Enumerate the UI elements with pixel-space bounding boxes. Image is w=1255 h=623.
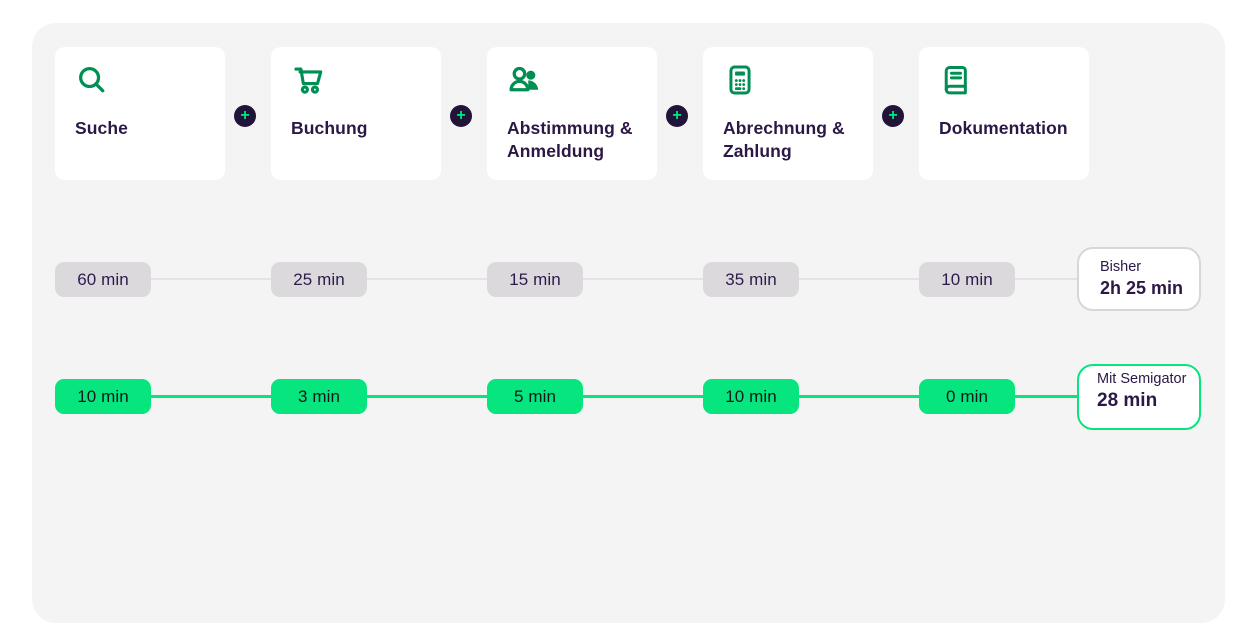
cart-icon xyxy=(291,63,325,97)
new-time-pill: 3 min xyxy=(271,379,367,414)
search-icon xyxy=(75,63,109,97)
calculator-icon xyxy=(723,63,757,97)
old-time-pill: 35 min xyxy=(703,262,799,297)
new-total-value: 28 min xyxy=(1097,389,1158,411)
step-label: Abrechnung & Zahlung xyxy=(723,118,845,162)
step-label: Abstimmung & Anmeldung xyxy=(507,118,633,162)
new-total-prefix: Mit Semigator xyxy=(1097,371,1187,387)
process-comparison-panel: Suche Buchung Abstimmung & Anmeldung xyxy=(32,23,1225,623)
old-total-value: 2h 25 min xyxy=(1100,277,1184,298)
step-card-abrechnung: Abrechnung & Zahlung xyxy=(703,47,873,180)
old-time-pill: 15 min xyxy=(487,262,583,297)
step-card-abstimmung: Abstimmung & Anmeldung xyxy=(487,47,657,180)
new-timeline-connector xyxy=(92,395,1077,398)
plus-icon: + xyxy=(234,105,256,127)
old-timeline-connector xyxy=(92,278,1077,280)
plus-icon: + xyxy=(450,105,472,127)
old-time-pill: 60 min xyxy=(55,262,151,297)
step-label: Suche xyxy=(75,118,129,138)
old-total-box: Bisher 2h 25 min xyxy=(1077,247,1201,311)
new-total-box: Mit Semigator 28 min xyxy=(1077,364,1201,430)
book-icon xyxy=(939,63,973,97)
step-card-buchung: Buchung xyxy=(271,47,441,180)
step-label: Buchung xyxy=(291,118,368,138)
step-card-dokumentation: Dokumentation xyxy=(919,47,1089,180)
old-total-prefix: Bisher xyxy=(1100,259,1142,275)
plus-icon: + xyxy=(882,105,904,127)
step-label: Dokumentation xyxy=(939,118,1068,138)
new-time-pill: 10 min xyxy=(703,379,799,414)
people-icon xyxy=(507,63,541,97)
old-time-pill: 25 min xyxy=(271,262,367,297)
step-card-suche: Suche xyxy=(55,47,225,180)
new-time-pill: 0 min xyxy=(919,379,1015,414)
new-time-pill: 5 min xyxy=(487,379,583,414)
old-time-pill: 10 min xyxy=(919,262,1015,297)
plus-icon: + xyxy=(666,105,688,127)
new-time-pill: 10 min xyxy=(55,379,151,414)
